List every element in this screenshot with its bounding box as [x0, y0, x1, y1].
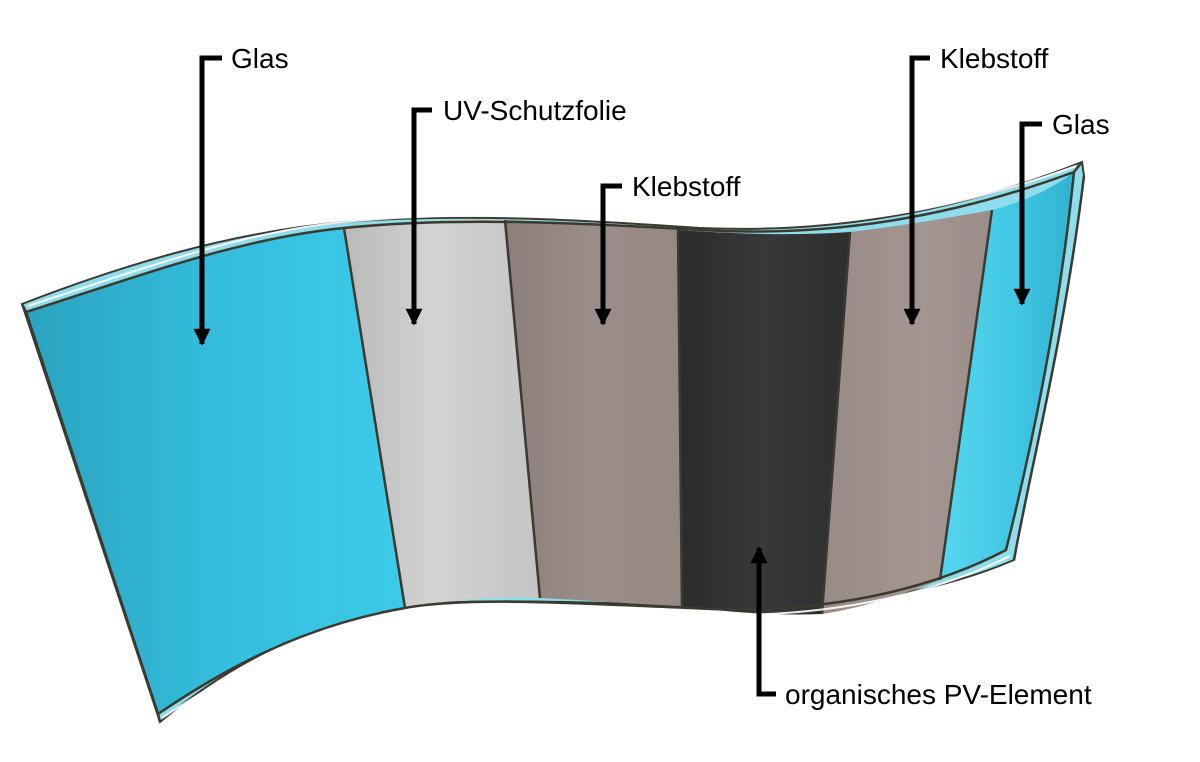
- layer-glas-right: [940, 172, 1074, 580]
- left-edge-line: [20, 303, 162, 723]
- boundary-uv-klebstoff: [503, 219, 542, 599]
- layer-glas-left: [26, 228, 405, 714]
- laminate-outline: [24, 170, 1076, 716]
- leader-klebstoff-left: [594, 183, 622, 326]
- layer-klebstoff-right: [822, 210, 992, 614]
- layer-pv-element: [678, 230, 850, 615]
- leader-klebstoff-right: [903, 55, 930, 326]
- leader-pv-element: [750, 546, 776, 697]
- label-klebstoff-left: Klebstoff: [632, 171, 741, 202]
- label-klebstoff-right: Klebstoff: [940, 43, 1049, 74]
- bottom-edge-highlight: [161, 555, 1011, 719]
- boundary-klebstoff-glas: [938, 209, 994, 581]
- label-pv-element: organisches PV-Element: [785, 679, 1092, 710]
- boundary-pv-klebstoff: [820, 231, 852, 615]
- top-edge-highlight: [27, 165, 1077, 307]
- leader-uv-schutzfolie: [405, 107, 432, 326]
- label-glas-left: Glas: [231, 43, 289, 74]
- leader-glas-right: [1013, 121, 1042, 306]
- boundary-klebstoff-pv: [676, 229, 684, 607]
- right-edge-line: [1012, 161, 1086, 561]
- layer-klebstoff-left: [505, 220, 682, 606]
- label-uv-schutzfolie: UV-Schutzfolie: [443, 95, 627, 126]
- boundary-glas-uv: [342, 227, 407, 609]
- layer-uv-schutzfolie: [344, 219, 540, 608]
- leader-glas-left: [193, 55, 222, 346]
- label-glas-right: Glas: [1052, 109, 1110, 140]
